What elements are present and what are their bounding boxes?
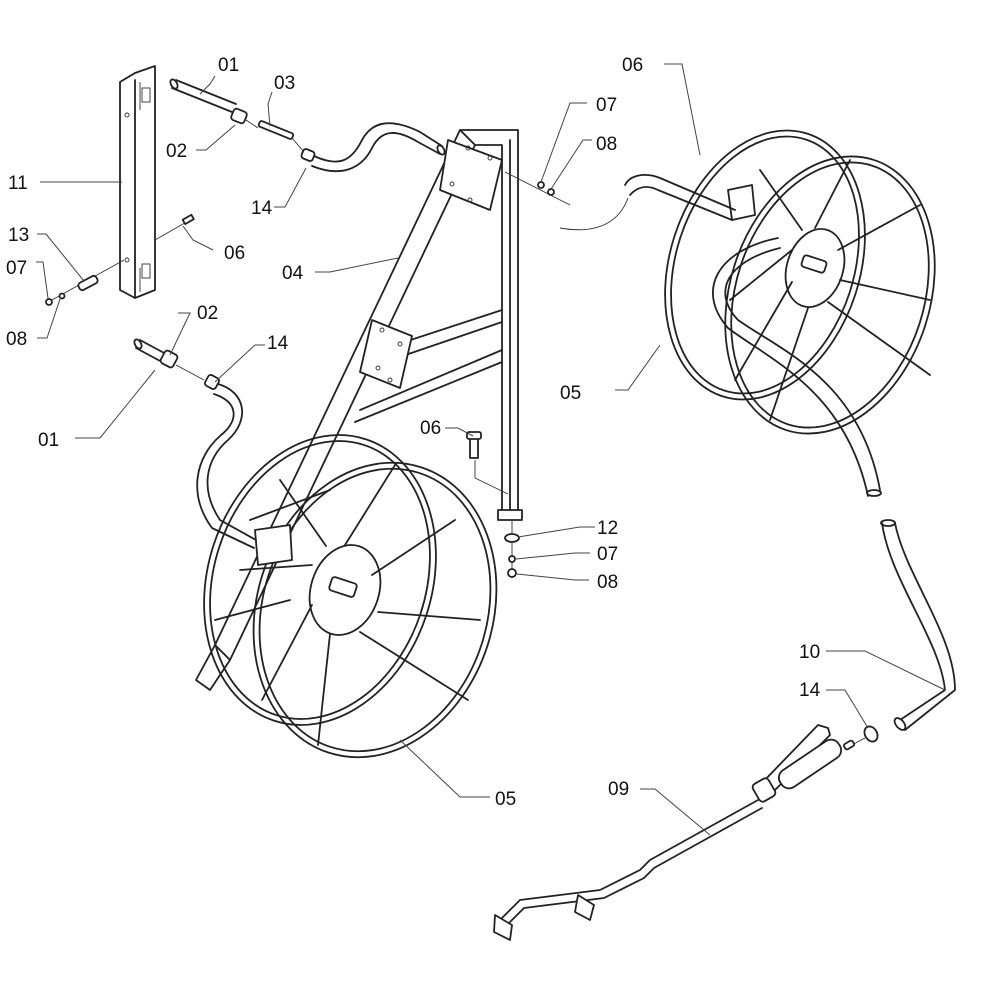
callout-label: 07 — [6, 258, 28, 279]
callout-label: 07 — [596, 95, 618, 116]
wall-bracket — [119, 65, 156, 299]
leader-lines — [36, 63, 946, 836]
callout-label: 01 — [218, 55, 240, 76]
left-lower-hose — [133, 338, 257, 549]
bolt-06a — [154, 213, 195, 241]
spray-lance — [493, 724, 879, 941]
mounting-plate-13 — [45, 259, 125, 306]
callout-label: 05 — [560, 383, 582, 404]
callout-label: 11 — [8, 173, 28, 194]
callout-label: 02 — [166, 141, 188, 162]
callout-label: 08 — [6, 329, 28, 350]
callout-label: 13 — [8, 225, 30, 246]
callout-label: 14 — [267, 333, 289, 354]
callout-label: 08 — [596, 134, 618, 155]
callout-label: 08 — [597, 572, 619, 593]
left-hose-reel — [203, 434, 498, 759]
callout-label: 06 — [420, 418, 442, 439]
callout-label: 01 — [38, 430, 60, 451]
callout-label: 10 — [799, 642, 821, 663]
callout-label: 02 — [197, 303, 219, 324]
callout-label: 07 — [597, 544, 619, 565]
callout-label: 14 — [251, 198, 273, 219]
callout-label: 06 — [224, 243, 246, 264]
hose-10 — [711, 237, 956, 731]
right-hose-reel — [559, 129, 936, 435]
callout-label: 04 — [282, 263, 304, 284]
bottom-fasteners — [466, 431, 520, 578]
callout-label: 12 — [597, 518, 619, 539]
callout-label: 06 — [622, 55, 644, 76]
callout-label: 03 — [274, 73, 296, 94]
washers-07-08 — [504, 171, 571, 206]
callout-label: 05 — [495, 789, 517, 810]
callout-label: 14 — [799, 680, 821, 701]
callout-label: 09 — [608, 779, 630, 800]
top-hose-assembly — [169, 78, 446, 173]
